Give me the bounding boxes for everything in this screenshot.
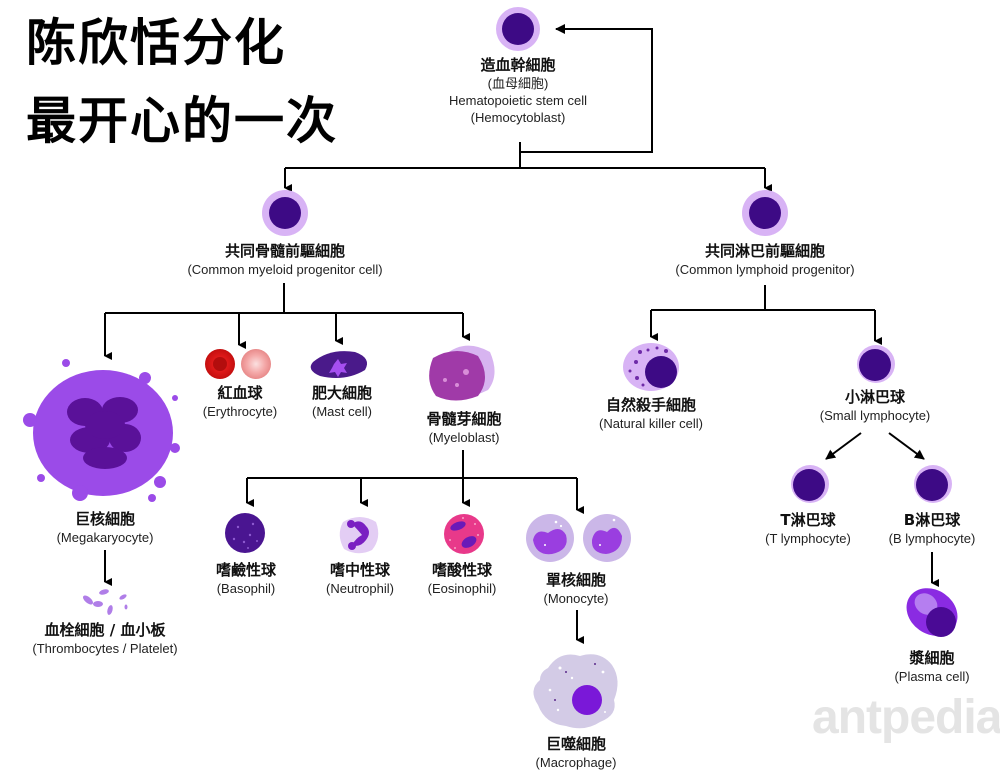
title-line-2: 最开心的一次 xyxy=(26,92,338,150)
node-hsc: 造血幹細胞 (血母細胞) Hematopoietic stem cell (He… xyxy=(449,56,587,126)
platelet-label-cn: 血栓細胞 / 血小板 xyxy=(44,621,166,639)
neutrophil-cell-icon xyxy=(339,517,379,554)
t-lymph-label-en: (T lymphocyte) xyxy=(765,531,851,546)
small-lymph-label-en: (Small lymphocyte) xyxy=(819,408,931,423)
node-platelet: 血栓細胞 / 血小板 (Thrombocytes / Platelet) xyxy=(32,621,177,657)
clp-label-en: (Common lymphoid progenitor) xyxy=(675,262,855,277)
basophil-label-cn: 嗜鹼性球 xyxy=(215,561,277,579)
basophil-cell-icon xyxy=(225,513,265,553)
cmp-cell-icon xyxy=(262,190,308,236)
cmp-label-en: (Common myeloid progenitor cell) xyxy=(187,262,383,277)
platelet-label-en: (Thrombocytes / Platelet) xyxy=(32,641,178,656)
node-eosinophil: 嗜酸性球 (Eosinophil) xyxy=(428,561,497,597)
title-line-1: 陈欣恬分化 xyxy=(26,14,286,72)
hsc-label-cn-alt: (血母細胞) xyxy=(487,76,549,91)
node-cmp: 共同骨髓前驅細胞 (Common myeloid progenitor cell… xyxy=(187,242,382,278)
myeloblast-label-en: (Myeloblast) xyxy=(428,430,500,445)
cmp-label-cn: 共同骨髓前驅細胞 xyxy=(224,242,346,260)
hsc-label-en: Hematopoietic stem cell xyxy=(449,93,587,108)
node-megakaryocyte: 巨核細胞 (Megakaryocyte) xyxy=(57,510,154,546)
neutrophil-label-en: (Neutrophil) xyxy=(326,581,394,596)
nk-label-en: (Natural killer cell) xyxy=(598,416,704,431)
clp-cell-icon xyxy=(742,190,788,236)
megakaryocyte-label-en: (Megakaryocyte) xyxy=(56,530,154,545)
t-lymph-label-cn: T淋巴球 xyxy=(780,511,836,529)
node-nk: 自然殺手細胞 (Natural killer cell) xyxy=(599,396,703,432)
myeloblast-label-cn: 骨髓芽細胞 xyxy=(426,410,502,428)
small-lymph-label-cn: 小淋巴球 xyxy=(844,388,905,406)
plasma-label-cn: 漿細胞 xyxy=(909,649,955,667)
mast-label-en: (Mast cell) xyxy=(312,404,372,419)
macrophage-cell-icon xyxy=(533,654,618,729)
monocyte-cell-icon xyxy=(526,514,631,562)
hsc-label-en-alt: (Hemocytoblast) xyxy=(470,110,566,125)
hsc-label-cn: 造血幹細胞 xyxy=(480,56,556,74)
erythrocyte-label-cn: 紅血球 xyxy=(217,384,263,402)
node-basophil: 嗜鹼性球 (Basophil) xyxy=(216,561,276,597)
mast-cell-icon xyxy=(310,351,368,378)
arrow-to-b-lymph xyxy=(888,432,925,460)
node-t-lymph: T淋巴球 (T lymphocyte) xyxy=(765,511,851,547)
erythrocyte-cell-icon xyxy=(205,349,271,379)
eosinophil-label-cn: 嗜酸性球 xyxy=(431,561,492,579)
node-macrophage: 巨噬細胞 (Macrophage) xyxy=(536,735,617,771)
macrophage-label-cn: 巨噬細胞 xyxy=(545,735,606,753)
macrophage-label-en: (Macrophage) xyxy=(535,755,617,770)
clp-label-cn: 共同淋巴前驅細胞 xyxy=(704,242,825,260)
hsc-feedback-line xyxy=(520,24,653,153)
eosinophil-label-en: (Eosinophil) xyxy=(427,581,497,596)
nk-cell-icon xyxy=(623,343,679,391)
node-b-lymph: B淋巴球 (B lymphocyte) xyxy=(889,511,976,547)
mast-label-cn: 肥大細胞 xyxy=(311,384,373,402)
node-neutrophil: 嗜中性球 (Neutrophil) xyxy=(326,561,394,597)
t-lymphocyte-cell-icon xyxy=(791,465,829,503)
node-plasma: 漿細胞 (Plasma cell) xyxy=(894,649,969,685)
b-lymph-label-cn: B淋巴球 xyxy=(903,511,961,529)
arrow-to-t-lymph xyxy=(825,432,862,460)
megakaryocyte-cell-icon xyxy=(23,359,180,502)
monocyte-label-cn: 單核細胞 xyxy=(545,571,606,589)
basophil-label-en: (Basophil) xyxy=(216,581,276,596)
neutrophil-label-cn: 嗜中性球 xyxy=(329,561,391,579)
b-lymphocyte-cell-icon xyxy=(914,465,952,503)
node-mast: 肥大細胞 (Mast cell) xyxy=(312,384,372,420)
eosinophil-cell-icon xyxy=(444,514,484,554)
node-erythrocyte: 紅血球 (Erythrocyte) xyxy=(203,384,277,420)
megakaryocyte-label-cn: 巨核細胞 xyxy=(74,510,135,528)
nk-label-cn: 自然殺手細胞 xyxy=(605,396,696,414)
node-small-lymph: 小淋巴球 (Small lymphocyte) xyxy=(820,388,931,424)
small-lymphocyte-cell-icon xyxy=(857,345,895,383)
node-myeloblast: 骨髓芽細胞 (Myeloblast) xyxy=(426,410,501,446)
b-lymph-label-en: (B lymphocyte) xyxy=(888,531,976,546)
node-monocyte: 單核細胞 (Monocyte) xyxy=(543,571,608,607)
node-clp: 共同淋巴前驅細胞 (Common lymphoid progenitor) xyxy=(675,242,854,278)
watermark-logo: antpedia xyxy=(812,691,1000,744)
erythrocyte-label-en: (Erythrocyte) xyxy=(202,404,278,419)
myeloblast-cell-icon xyxy=(429,345,495,401)
platelet-cell-icon xyxy=(83,589,128,615)
monocyte-label-en: (Monocyte) xyxy=(543,591,609,606)
plasma-cell-icon xyxy=(906,588,958,637)
plasma-label-en: (Plasma cell) xyxy=(894,669,970,684)
hsc-cell-icon xyxy=(496,7,540,51)
